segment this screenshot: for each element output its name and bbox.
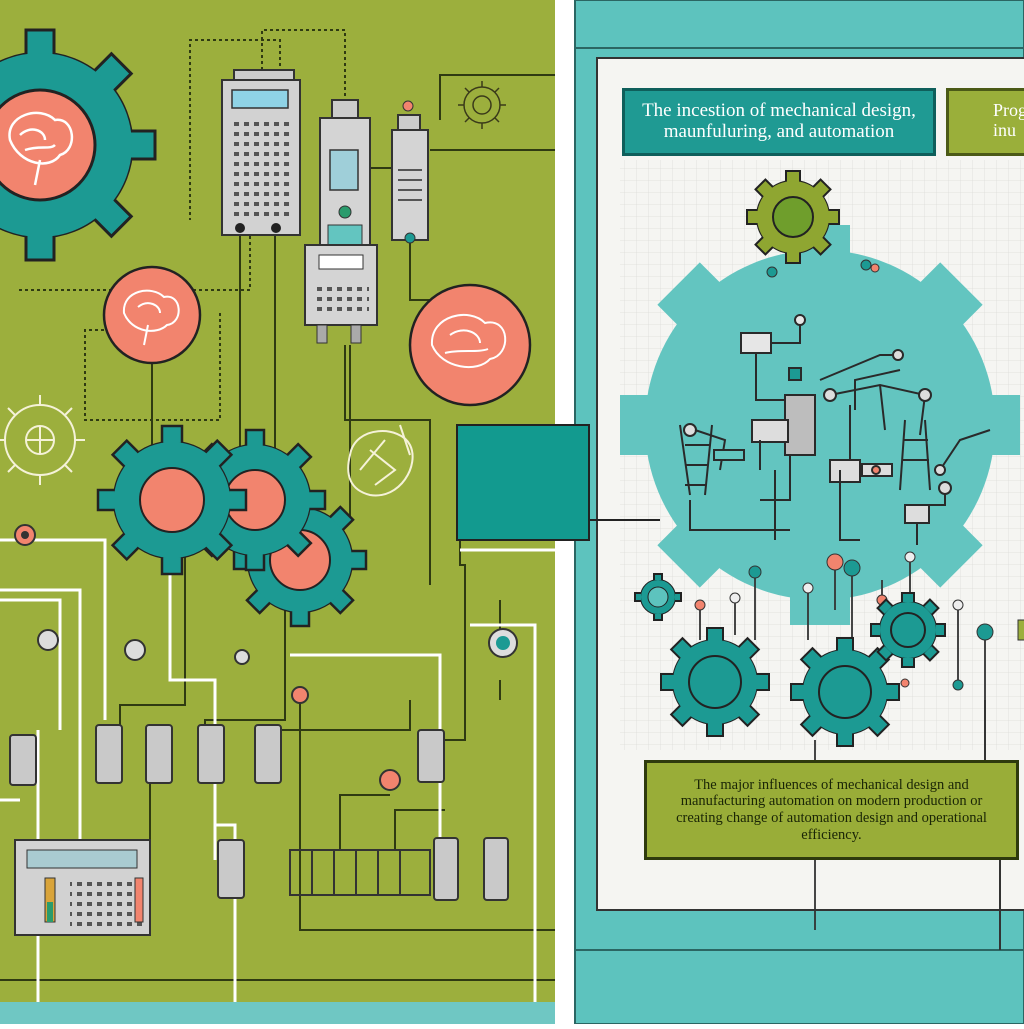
gear-icon — [634, 573, 682, 621]
brain-icon — [8, 111, 74, 186]
robot-arm-icon — [347, 424, 414, 497]
bridge-box — [456, 424, 660, 541]
calculator-icon — [221, 69, 301, 236]
brain-icon — [408, 283, 532, 407]
gear-icon — [0, 395, 85, 485]
gear-icon — [458, 81, 506, 129]
monitor-icon — [304, 244, 378, 344]
right-wiring — [984, 700, 1001, 950]
gear-icon — [660, 627, 770, 737]
corner-label-box: Prog inu — [946, 88, 1024, 156]
gear-icon — [870, 592, 946, 668]
gear-icon — [0, 28, 157, 262]
gear-icon — [790, 637, 900, 747]
calculator-icon — [14, 839, 151, 936]
monitor-icon — [319, 99, 371, 249]
gear-icon — [746, 170, 840, 264]
robot-arm-icon — [679, 314, 991, 545]
sensor-node-icon — [14, 524, 518, 791]
brain-icon — [102, 265, 202, 365]
connector-icon — [9, 724, 509, 901]
gear-icon — [96, 424, 248, 576]
connector-icon — [289, 849, 431, 896]
title-box: The incestion of mechanical design, maun… — [622, 88, 936, 156]
caption-box: The major influences of mechanical desig… — [644, 760, 1019, 860]
sensor-node-icon — [694, 259, 1024, 930]
monitor-icon — [391, 100, 429, 244]
